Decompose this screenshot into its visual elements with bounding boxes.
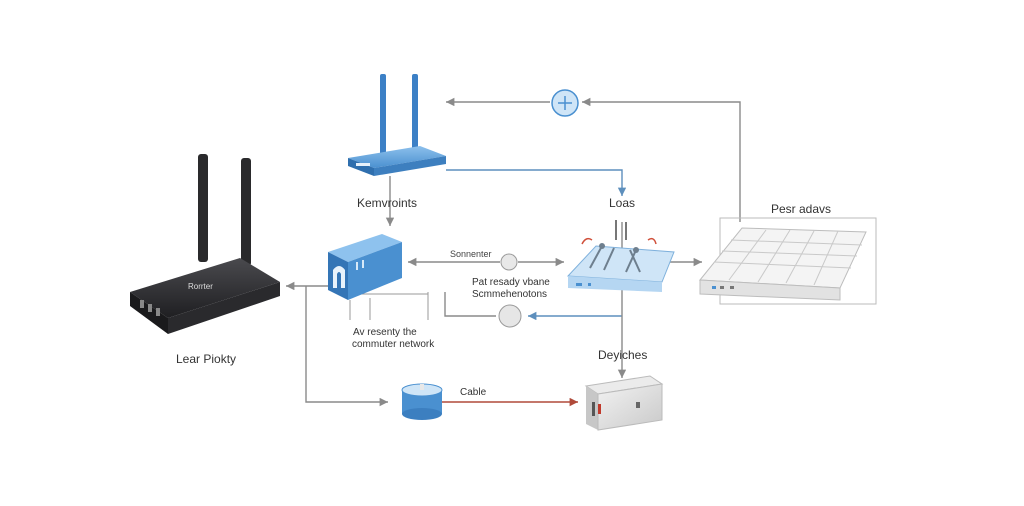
wifi-router-icon [130, 154, 280, 334]
connector-label: Sonnenter [450, 249, 492, 259]
devices-label: Deyiches [598, 348, 648, 362]
hub-icon [566, 220, 675, 292]
line-switch-to-lower-node [444, 292, 496, 317]
conn-note-line-1: Pat resady vbane [472, 277, 550, 288]
switch-module-icon [328, 234, 402, 300]
access-point-icon [348, 74, 446, 176]
panel-grid-icon [698, 217, 877, 305]
conn-note-line-2: Scmmehenotons [472, 289, 548, 300]
line-ap-to-hub [446, 169, 627, 196]
loads-label: Loas [609, 196, 636, 210]
router-brand-label: Rorrter [188, 282, 213, 291]
connector-node-icon [500, 253, 518, 271]
panel-label: Pesr adavs [771, 202, 832, 216]
line-panel-to-plus [582, 97, 741, 222]
network-note-line-2: commuter network [352, 339, 435, 350]
server-box-icon [584, 375, 664, 431]
bracket-lines [349, 292, 429, 320]
plus-node-icon [551, 89, 579, 117]
line-router-to-cable [305, 286, 388, 407]
cable-spool-icon [401, 383, 443, 420]
cable-label: Cable [460, 387, 487, 398]
network-note-line-1: Av resenty the [353, 327, 417, 338]
main-router-label: Lear Piokty [176, 352, 237, 366]
access-point-label: Kemvroints [357, 196, 418, 210]
lower-node-icon [498, 304, 522, 328]
